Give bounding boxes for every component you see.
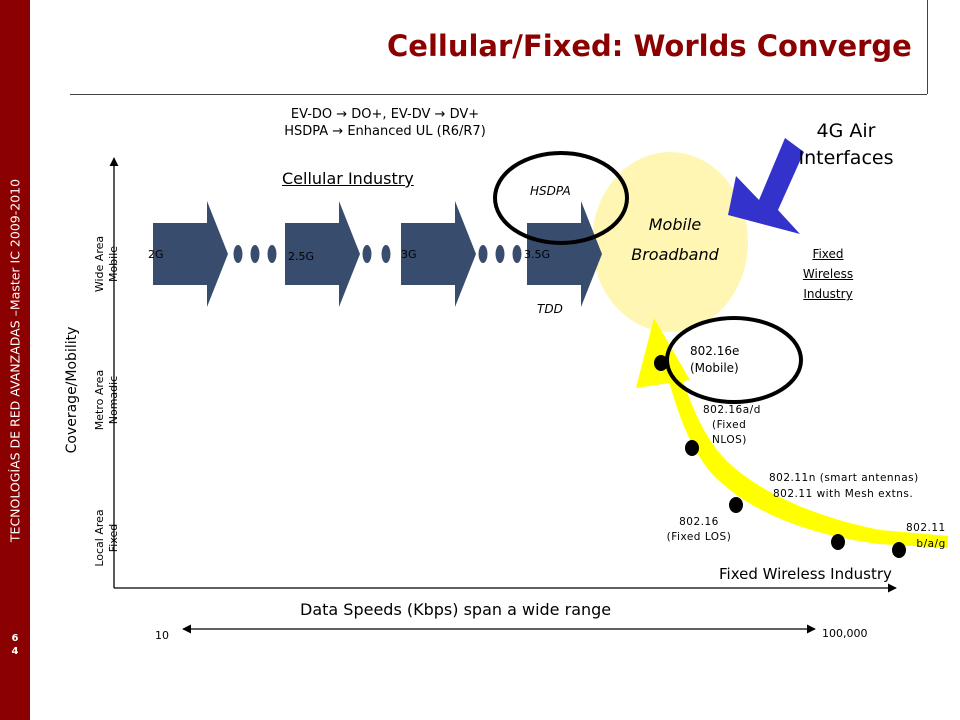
coverage-area: Local Area xyxy=(93,509,106,567)
generation-label-2-5g: 2.5G xyxy=(288,250,315,263)
standard-line: b/a/g xyxy=(916,538,946,550)
evolution-note: EV-DO → DO+, EV-DV → DV+ HSDPA → Enhance… xyxy=(250,106,520,140)
standard-dot xyxy=(729,497,743,513)
standard-80211-label: 802.11 b/a/g xyxy=(906,520,946,552)
standard-line: 802.11n (smart antennas) xyxy=(769,472,919,484)
progression-dot xyxy=(267,245,277,263)
fixed-wireless-industry-side-label: Fixed Wireless Industry xyxy=(783,244,873,304)
mobile-broadband-line: Broadband xyxy=(631,245,719,264)
generation-label-2g: 2G xyxy=(148,248,164,261)
standard-line: (Fixed xyxy=(712,419,747,431)
standard-dot xyxy=(654,355,668,371)
standard-line: 802.16e xyxy=(690,344,740,358)
block-arrow-3-5g xyxy=(527,201,602,307)
progression-dot xyxy=(512,245,522,263)
mobile-broadband-ellipse xyxy=(592,152,748,332)
hsdpa-label: HSDPA xyxy=(530,184,571,198)
coverage-mode: Nomadic xyxy=(107,375,120,425)
progression-dot xyxy=(495,245,505,263)
coverage-level-metro: Metro Area Nomadic xyxy=(93,350,121,450)
coverage-area: Metro Area xyxy=(93,369,106,431)
progression-dot xyxy=(381,245,391,263)
standard-line: (Mobile) xyxy=(690,361,739,375)
standard-dot xyxy=(831,534,845,550)
block-arrow-3g xyxy=(401,201,476,307)
progression-dot xyxy=(362,245,372,263)
slide-title: Cellular/Fixed: Worlds Converge xyxy=(387,29,912,63)
convergence-curve-arrowhead xyxy=(636,318,690,388)
y-axis-title: Coverage/Mobility xyxy=(64,326,80,454)
hsdpa-oval xyxy=(493,151,629,245)
progression-dot xyxy=(478,245,488,263)
standard-line: 802.11 xyxy=(906,522,946,534)
progression-dot xyxy=(250,245,260,263)
standard-line: (Fixed LOS) xyxy=(666,531,732,543)
speed-min-label: 10 xyxy=(155,629,169,642)
coverage-level-local: Local Area Fixed xyxy=(93,488,121,588)
standard-dot xyxy=(892,542,906,558)
standard-80216e-label: 802.16e (Mobile) xyxy=(690,343,739,377)
standard-80216ad-label: 802.16a/d (Fixed NLOS) xyxy=(703,403,761,448)
title-frame-rule xyxy=(927,0,928,94)
fixed-wireless-line: Wireless xyxy=(802,267,854,281)
sidebar: TECNOLOGÍAS DE RED AVANZADAS –Master IC … xyxy=(0,0,30,720)
coverage-area: Wide Area xyxy=(93,235,106,293)
standard-80211n-label: 802.11n (smart antennas) 802.11 with Mes… xyxy=(769,470,919,502)
standard-line: 802.11 with Mesh extns. xyxy=(773,488,914,500)
standard-line: NLOS) xyxy=(712,434,747,446)
standard-line: 802.16 xyxy=(679,516,719,528)
air-interfaces-line: Interfaces xyxy=(798,147,894,169)
fixed-wireless-line: Fixed xyxy=(812,247,844,261)
fixed-wireless-industry-label: Fixed Wireless Industry xyxy=(719,565,892,583)
mobile-broadband-label: Mobile Broadband xyxy=(600,210,750,270)
coverage-mode: Mobile xyxy=(107,245,120,283)
air-interfaces-line: 4G Air xyxy=(816,120,876,142)
x-axis-title: Data Speeds (Kbps) span a wide range xyxy=(300,600,612,619)
cellular-industry-label: Cellular Industry xyxy=(282,169,414,188)
block-arrow-2g xyxy=(153,201,228,307)
generation-label-3g: 3G xyxy=(401,248,417,261)
evolution-line: HSDPA → Enhanced UL (R6/R7) xyxy=(284,124,486,139)
air-interface-arrow xyxy=(728,138,804,234)
convergence-curve xyxy=(668,375,948,548)
standard-line: 802.16a/d xyxy=(703,404,761,416)
tdd-label: TDD xyxy=(537,302,563,316)
standard-80216-label: 802.16 (Fixed LOS) xyxy=(664,515,734,545)
standard-dot xyxy=(685,440,699,456)
fixed-wireless-line: Industry xyxy=(803,287,853,301)
title-frame-rule xyxy=(70,94,927,95)
evolution-line: EV-DO → DO+, EV-DV → DV+ xyxy=(290,107,480,122)
coverage-mode: Fixed xyxy=(107,523,120,553)
page-number: 6 4 xyxy=(6,632,24,658)
mobile-broadband-line: Mobile xyxy=(648,215,702,234)
air-interfaces-label: 4G Air Interfaces xyxy=(786,118,906,172)
page-number-digit: 6 xyxy=(11,633,19,644)
generation-label-3-5g: 3.5G xyxy=(524,248,551,261)
block-arrow-2-5g xyxy=(285,201,360,307)
coverage-level-wide: Wide Area Mobile xyxy=(93,214,121,314)
speed-max-label: 100,000 xyxy=(822,627,868,640)
page-number-digit: 4 xyxy=(11,646,19,657)
progression-dot xyxy=(233,245,243,263)
